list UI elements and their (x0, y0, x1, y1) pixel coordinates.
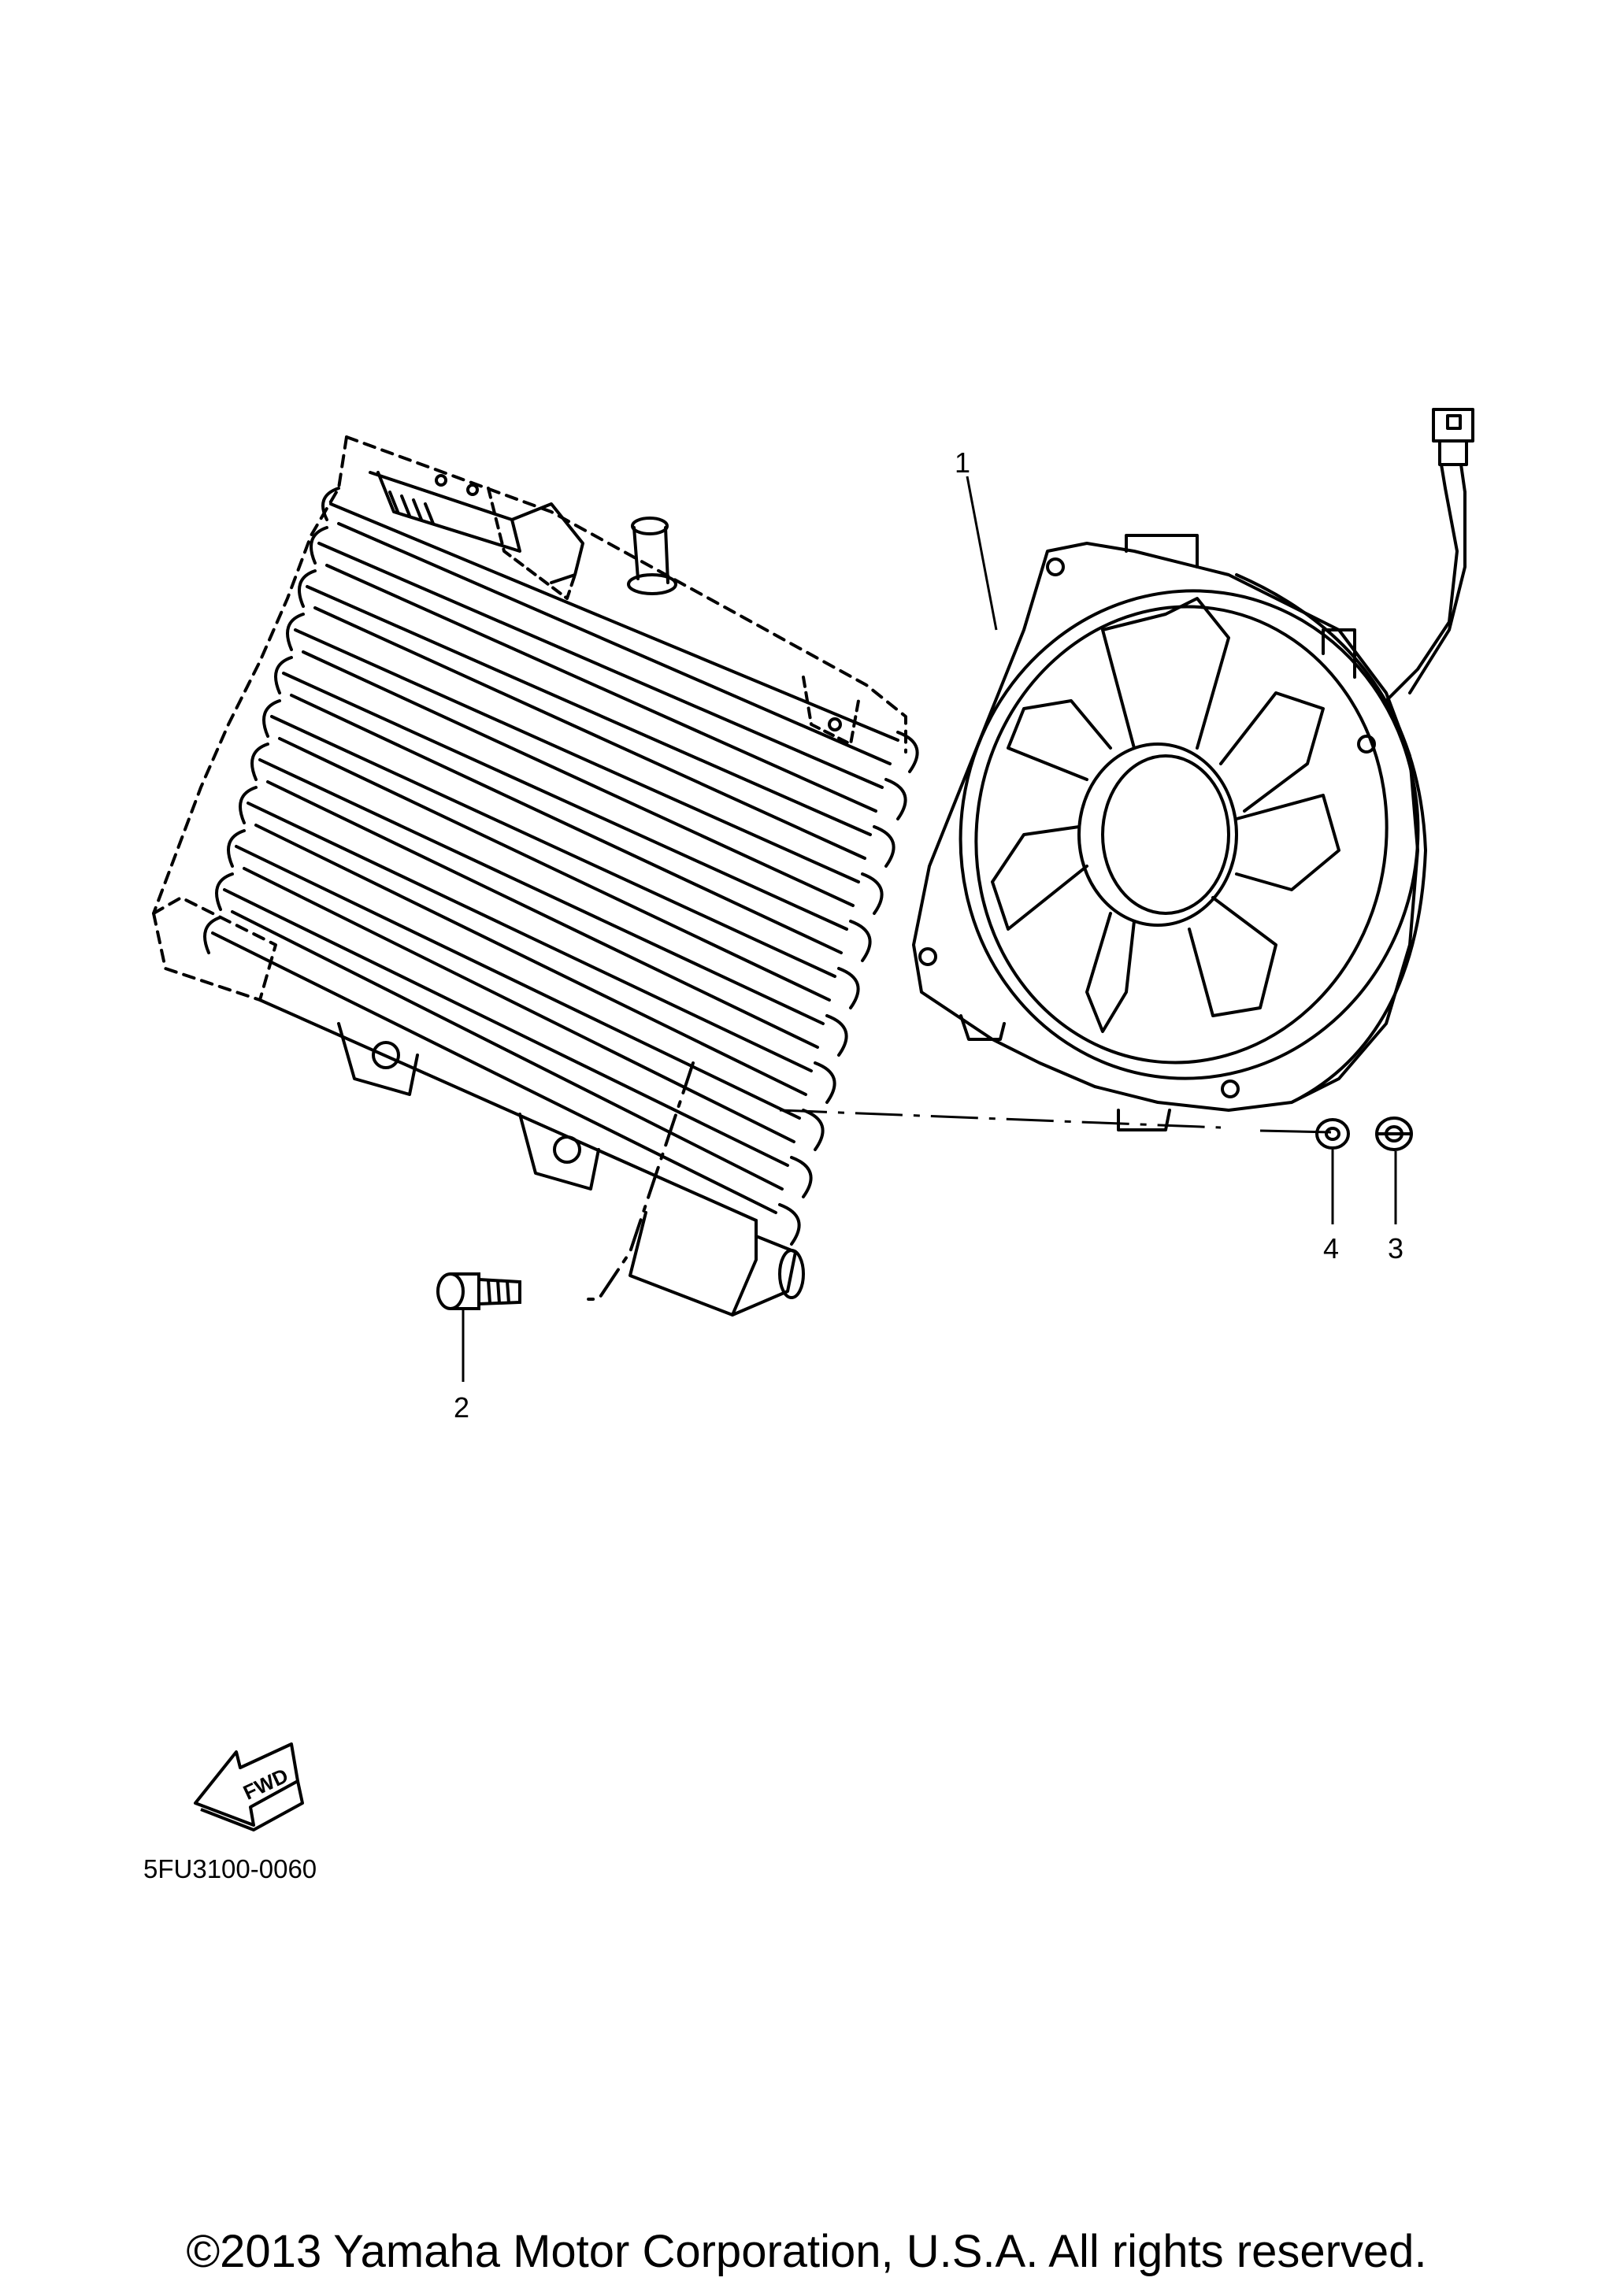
washer (1315, 1118, 1350, 1150)
callout-4: 4 (1323, 1232, 1339, 1265)
connector (1432, 408, 1474, 466)
flange-nut (1375, 1117, 1413, 1151)
oil-cooler-radiator (152, 435, 919, 1316)
fwd-arrow-icon: FWD (194, 1742, 304, 1831)
assembly-centerline (779, 1109, 1222, 1129)
leader-lines (462, 476, 1397, 1382)
copyright-notice: ©2013 Yamaha Motor Corporation, U.S.A. A… (186, 2226, 1427, 2277)
callout-2: 2 (454, 1391, 469, 1424)
fan-assembly (912, 463, 1467, 1131)
diagram-code: 5FU3100-0060 (143, 1854, 317, 1883)
bolt (436, 1272, 521, 1310)
hardware-centerline (1259, 1129, 1332, 1134)
callout-3: 3 (1388, 1232, 1403, 1265)
callout-1: 1 (955, 446, 970, 479)
